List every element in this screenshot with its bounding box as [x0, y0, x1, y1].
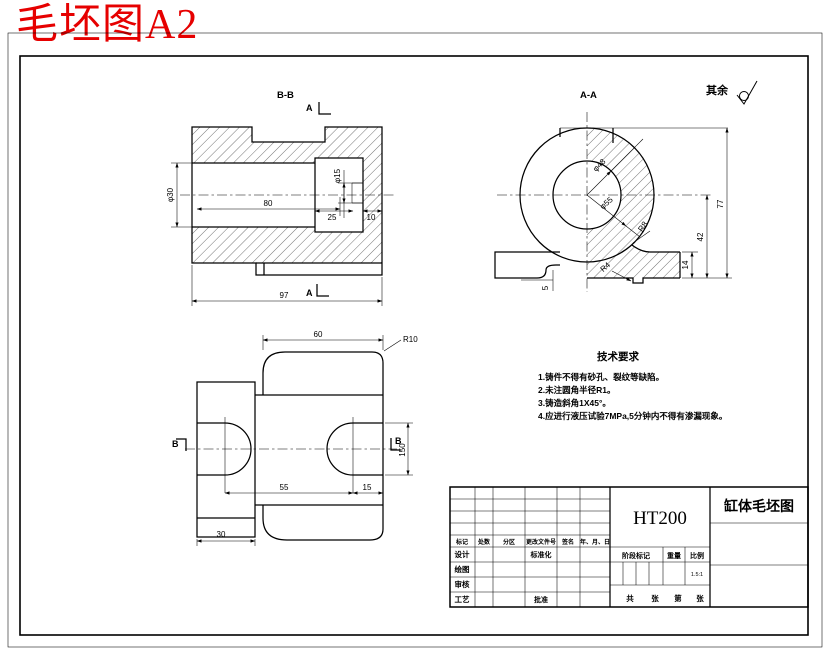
dim-top-width: 60 — [314, 330, 323, 339]
tb-stage-mark: 阶段标记 — [622, 551, 650, 560]
surface-note-label: 其余 — [706, 83, 729, 97]
tb-row-process: 工艺 — [455, 594, 470, 604]
dim-bore-diameter: φ30 — [166, 187, 175, 202]
tb-header-changefile: 更改文件号 — [526, 538, 556, 546]
tech-requirements-title: 技术要求 — [597, 350, 639, 363]
surface-finish-note: 其余 — [706, 80, 758, 105]
dim-plate-width: 30 — [217, 530, 226, 539]
tb-material: HT200 — [633, 508, 687, 529]
tb-standardization: 标准化 — [530, 550, 552, 559]
tb-approve: 批准 — [534, 595, 548, 604]
title-block: 标记 处数 分区 更改文件号 签名 年、月、日 设计 绘图 审核 工艺 标准化 … — [449, 486, 809, 608]
view-aa-section: A-A φ48 φ55 R8 — [494, 90, 732, 292]
tech-requirements: 技术要求 1.铸件不得有砂孔、裂纹等缺陷。 2.未注圆角半径R1。 3.铸造斜角… — [538, 350, 727, 421]
tb-sheet-zhang1: 张 — [651, 594, 659, 603]
view-front: B B 60 R10 55 15 30 150 — [172, 330, 418, 546]
view-bb-title: B-B — [277, 90, 294, 101]
sheet-border — [7, 32, 823, 648]
section-label-b-right: B — [395, 436, 402, 446]
dim-step-5: 5 — [541, 285, 550, 290]
dim-span-55: 55 — [280, 483, 289, 492]
tb-row-check: 审核 — [455, 579, 470, 589]
view-bb-section: B-B A A φ30 — [166, 90, 395, 306]
tb-scale: 比例 — [690, 551, 704, 560]
view-aa-title: A-A — [580, 90, 597, 101]
tb-header-mark: 标记 — [455, 538, 468, 546]
tech-item-3: 3.铸造斜角1X45°。 — [538, 398, 611, 408]
dim-pocket-length: 25 — [328, 213, 337, 222]
tech-item-2: 2.未注圆角半径R1。 — [538, 385, 615, 395]
roughness-icon — [736, 80, 758, 105]
dim-total-height: 77 — [716, 199, 725, 208]
tb-sheet-total: 共 — [626, 593, 634, 603]
section-arrow-a-top: A — [306, 103, 313, 113]
dim-pocket-diameter: φ15 — [333, 168, 342, 183]
tb-header-count: 处数 — [477, 538, 491, 546]
dim-foot-height: 14 — [681, 260, 690, 269]
dim-offset-15: 15 — [363, 483, 372, 492]
tb-sheet-zhang2: 张 — [696, 594, 704, 603]
tb-header-signature: 签名 — [561, 538, 574, 546]
dim-wall: 10 — [367, 213, 376, 222]
tb-weight: 重量 — [667, 551, 681, 560]
dim-center-height: 42 — [696, 232, 705, 241]
dim-overall-length: 97 — [280, 291, 289, 300]
tech-item-4: 4.应进行液压试验7MPa,5分钟内不得有渗漏现象。 — [538, 411, 727, 421]
tb-row-design: 设计 — [455, 549, 470, 559]
tb-header-date: 年、月、日 — [580, 538, 610, 546]
dim-corner-radius: R10 — [403, 335, 418, 344]
red-annotation-title: 毛坯图A2 — [16, 2, 199, 48]
tb-header-zone: 分区 — [503, 538, 515, 546]
tech-item-1: 1.铸件不得有砂孔、裂纹等缺陷。 — [538, 372, 664, 382]
tb-drawing-name: 缸体毛坯图 — [724, 498, 794, 514]
dim-bore-length: 80 — [264, 199, 273, 208]
section-label-b-left: B — [172, 439, 179, 449]
dim-outer-diameter: φ55 — [598, 195, 615, 211]
tb-sheet-no: 第 — [674, 593, 682, 603]
tb-scale-value: 1.5:1 — [691, 572, 703, 578]
dim-height: 150 — [398, 443, 407, 457]
section-arrow-a-bottom: A — [306, 288, 313, 298]
tb-row-draw: 绘图 — [455, 564, 470, 574]
